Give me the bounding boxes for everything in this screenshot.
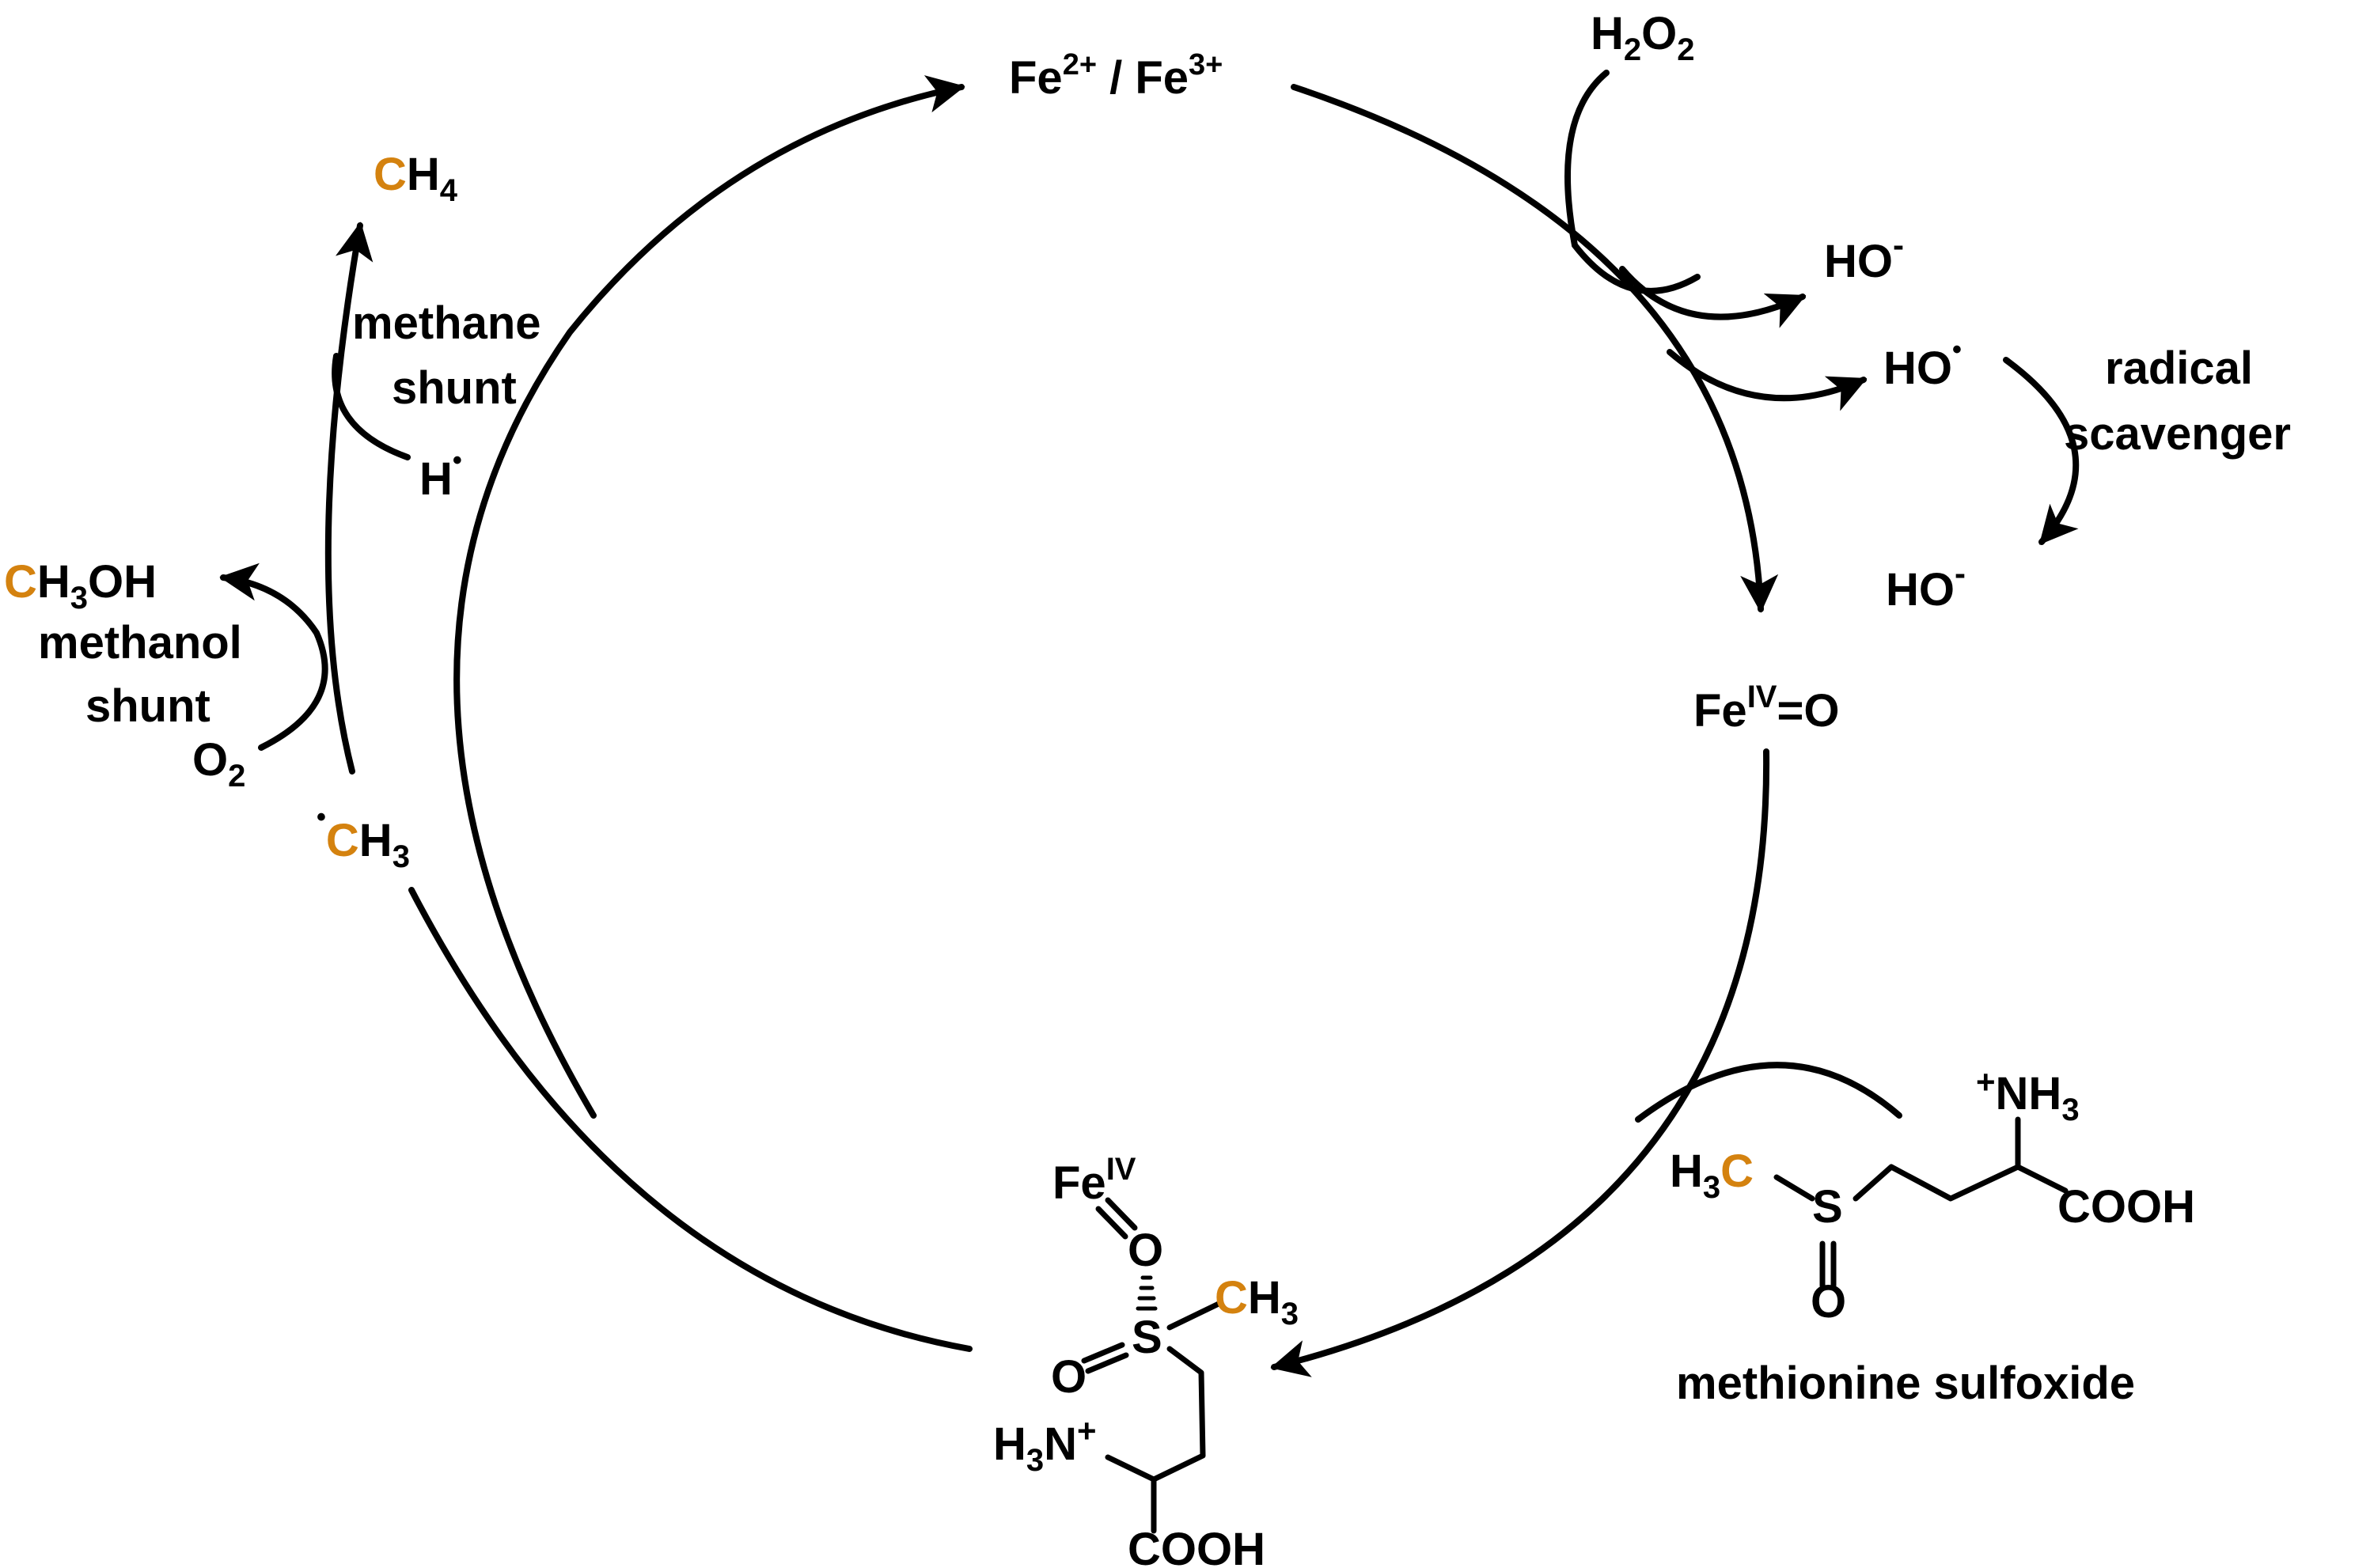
cycle-arc-left-to-fe bbox=[453, 75, 965, 1119]
methanol-curve-arrow bbox=[219, 562, 328, 751]
h-radical-label: H• bbox=[419, 445, 462, 505]
intermediate-sulfur: S bbox=[1132, 1312, 1162, 1363]
hydroxyl-radical-label: HO• bbox=[1883, 335, 1962, 394]
hydroxyl-radical-output-arrow bbox=[1667, 349, 1868, 411]
radical-scavenger-label: radical bbox=[2105, 343, 2253, 394]
ferryl-label: FeIV=O bbox=[1693, 680, 1839, 737]
hydroxide-label-1: HO- bbox=[1824, 226, 1904, 287]
hydroxide-label-2: HO- bbox=[1886, 555, 1966, 615]
methionine-h3c: H3C bbox=[1670, 1146, 1754, 1205]
radical-scavenger-label-2: scavenger bbox=[2064, 408, 2291, 460]
cycle-arc-ferryl-to-intermediate bbox=[1270, 748, 1770, 1377]
methionine-cooh: COOH bbox=[2057, 1181, 2195, 1233]
methionine-nh3: +NH3 bbox=[1976, 1063, 2080, 1127]
methionine-sulfur: S bbox=[1812, 1181, 1843, 1233]
intermediate-sulfoxide-o: O bbox=[1051, 1351, 1087, 1403]
methanol-label: CH3OH bbox=[4, 556, 157, 615]
methane-shunt-label-2: shunt bbox=[392, 362, 517, 414]
methionine-sulfoxide-oxygen: O bbox=[1811, 1276, 1846, 1327]
methane-shunt-label: methane bbox=[352, 297, 541, 349]
intermediate-o-ligand: O bbox=[1128, 1225, 1163, 1276]
methionine-sulfoxide-structure: H3C S O +NH3 COOH methionine sulfoxide bbox=[1670, 1063, 2195, 1409]
cycle-arc-fe-to-ferryl bbox=[1291, 84, 1779, 613]
intermediate-fe: FeIV bbox=[1052, 1152, 1136, 1209]
substrate-input-arrow bbox=[1635, 1062, 1902, 1123]
h2o2-label: H2O2 bbox=[1591, 8, 1695, 67]
intermediate-cooh: COOH bbox=[1128, 1524, 1265, 1568]
scavenger-arrow bbox=[2003, 357, 2080, 545]
ferryl-sulfoxide-intermediate: FeIV O S O CH3 H3N+ COOH bbox=[993, 1152, 1299, 1568]
methane-label: CH4 bbox=[374, 149, 458, 208]
h2o2-input-arrow bbox=[1564, 70, 1701, 294]
methanol-shunt-label-2: shunt bbox=[85, 680, 210, 732]
methyl-to-methane-arrow bbox=[324, 222, 374, 775]
methionine-sulfoxide-caption: methionine sulfoxide bbox=[1676, 1358, 2135, 1409]
intermediate-ch3: CH3 bbox=[1215, 1272, 1299, 1331]
fe-resting-label: Fe2+ / Fe3+ bbox=[1009, 48, 1223, 104]
intermediate-h3n: H3N+ bbox=[993, 1412, 1097, 1478]
cycle-arc-intermediate-to-methyl bbox=[408, 887, 973, 1352]
methanol-shunt-label: methanol bbox=[38, 617, 242, 668]
oxygen-label: O2 bbox=[192, 734, 245, 793]
methyl-radical-label: •CH3 bbox=[317, 802, 410, 874]
hydroxide-output-arrow bbox=[1619, 266, 1807, 328]
h-radical-curve bbox=[332, 353, 411, 460]
